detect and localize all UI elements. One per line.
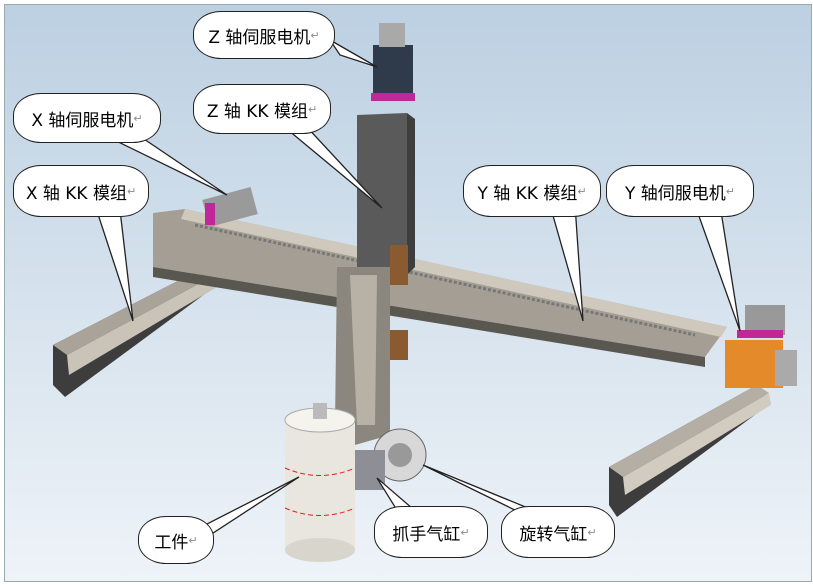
paragraph-mark: ↵ [188, 533, 198, 547]
paragraph-mark: ↵ [307, 102, 318, 116]
callout-text: X 轴 KK 模组 [25, 183, 127, 204]
callout-text: 抓手气缸 [392, 524, 461, 545]
callout-text: 旋转气缸 [519, 524, 588, 545]
callout-text: 工件 [154, 532, 189, 553]
callout-x-kk-module: X 轴 KK 模组↵ [13, 165, 149, 217]
machine-drawing [53, 23, 797, 562]
paragraph-mark: ↵ [577, 184, 587, 198]
callout-text: X 轴伺服电机 [31, 110, 134, 131]
callout-text: Y 轴伺服电机 [624, 183, 726, 204]
callout-z-kk-module: Z 轴 KK 模组↵ [193, 84, 331, 134]
callout-text: Y 轴 KK 模组 [477, 183, 578, 204]
paragraph-mark: ↵ [460, 525, 470, 539]
paragraph-mark: ↵ [587, 525, 597, 539]
x-axis-servo-motor [202, 187, 258, 227]
callout-tails [94, 39, 741, 536]
paragraph-mark: ↵ [126, 184, 137, 198]
z-axis-servo-motor [373, 45, 413, 97]
z-axis-kk-module [357, 113, 407, 277]
callout-y-kk-module: Y 轴 KK 模组↵ [463, 165, 601, 217]
paragraph-mark: ↵ [133, 111, 143, 125]
cad-render: Z 轴伺服电机↵ Z 轴 KK 模组↵ X 轴伺服电机↵ X 轴 KK 模组↵ … [4, 4, 812, 582]
paragraph-mark: ↵ [310, 28, 320, 42]
callout-y-servo-motor: Y 轴伺服电机↵ [606, 165, 754, 217]
callout-x-servo-motor: X 轴伺服电机↵ [13, 93, 161, 143]
y-axis-servo-motor [725, 340, 783, 388]
workpiece [285, 420, 355, 550]
paragraph-mark: ↵ [725, 184, 735, 198]
callout-gripper-cylinder: 抓手气缸↵ [374, 506, 488, 558]
callout-text: Z 轴伺服电机 [208, 27, 311, 48]
x-axis-kk-rail [67, 275, 217, 375]
callout-text: Z 轴 KK 模组 [206, 101, 308, 122]
callout-workpiece: 工件↵ [138, 516, 214, 564]
callout-rotary-cylinder: 旋转气缸↵ [501, 506, 615, 558]
callout-z-servo-motor: Z 轴伺服电机↵ [193, 11, 335, 59]
